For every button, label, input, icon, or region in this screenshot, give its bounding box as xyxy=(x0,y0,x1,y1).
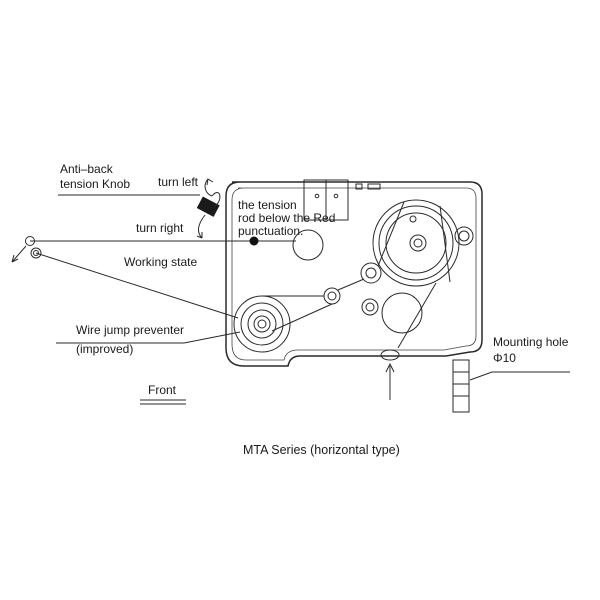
label-anti-back: Anti–back xyxy=(60,162,114,176)
label-front: Front xyxy=(148,383,177,397)
label-wire-jump: Wire jump preventer xyxy=(76,323,184,337)
label-mounting-diameter: Φ10 xyxy=(493,351,516,365)
red-punctuation-marker xyxy=(249,236,259,246)
diagram-caption: MTA Series (horizontal type) xyxy=(243,443,400,457)
entry-guide xyxy=(11,236,42,263)
front-marker xyxy=(140,399,186,405)
label-mounting-hole: Mounting hole xyxy=(493,335,569,349)
drive-wheel xyxy=(372,199,460,287)
pulley-top-right xyxy=(454,226,474,246)
bottom-arrow xyxy=(385,362,395,400)
tension-rod-bracket xyxy=(303,179,381,221)
tension-pulley xyxy=(292,229,324,261)
label-turn-right: turn right xyxy=(136,221,184,235)
wire-path xyxy=(30,201,451,349)
label-tension-rod-1: the tension xyxy=(238,198,297,212)
lower-roller xyxy=(381,292,423,334)
mounting-post xyxy=(452,359,470,413)
wire-jump-preventer xyxy=(233,295,291,353)
bottom-eyelet xyxy=(380,349,400,361)
label-tension-rod-2: rod below the Red xyxy=(238,211,335,225)
label-wire-jump-improved: (improved) xyxy=(76,342,133,356)
housing xyxy=(225,181,483,367)
label-tension-knob: tension Knob xyxy=(60,177,130,191)
leader-lines xyxy=(56,194,570,381)
tension-knob xyxy=(196,178,221,239)
middle-pulleys xyxy=(323,262,382,316)
label-working-state: Working state xyxy=(124,255,197,269)
label-tension-rod-3: punctuation. xyxy=(238,224,303,238)
label-turn-left: turn left xyxy=(158,175,199,189)
